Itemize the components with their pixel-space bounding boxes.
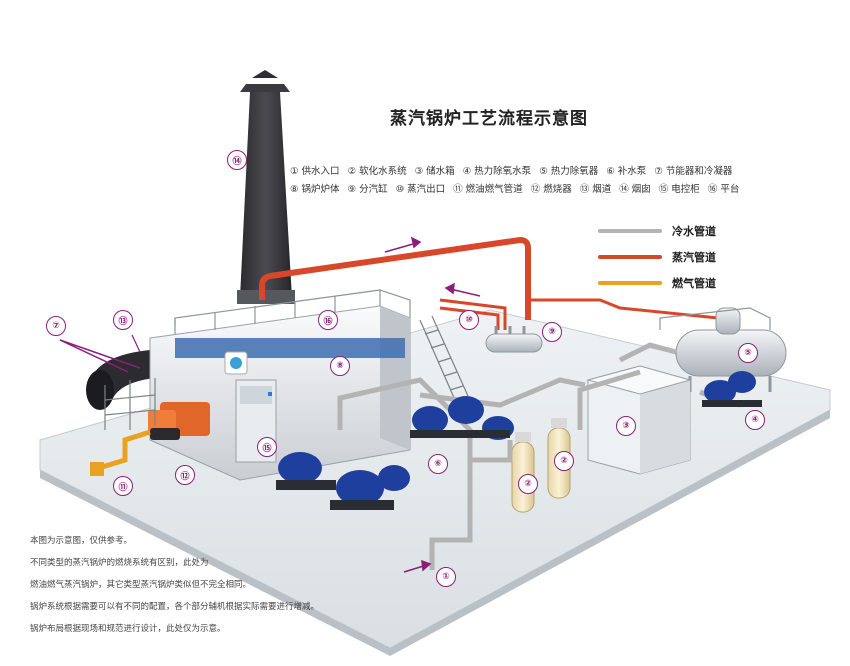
marker-7: ⑦	[46, 316, 66, 336]
note-line: 锅炉布局根据现场和规范进行设计，此处仅为示意。	[30, 624, 226, 634]
pump-group-right	[702, 371, 762, 407]
diagram-title: 蒸汽锅炉工艺流程示意图	[390, 109, 588, 129]
steam-pipe-main	[259, 236, 531, 320]
pipe-legend-gas: 燃气管道	[598, 270, 798, 296]
legend-item: ⑥ 补水泵	[606, 166, 647, 177]
ladder	[419, 315, 469, 401]
marker-12: ⑫	[175, 465, 195, 485]
legend-row-2: ⑧ 锅炉炉体 ⑨ 分汽缸 ⑩ 蒸汽出口 ⑪ 燃油燃气管道 ⑫ 燃烧器 ⑬ 烟道 …	[290, 181, 760, 199]
steam-distributor	[485, 326, 543, 353]
pipe-legend-label: 燃气管道	[672, 277, 716, 290]
marker-2a: ②	[518, 474, 538, 494]
marker-6: ⑥	[428, 454, 448, 474]
marker-15: ⑮	[257, 437, 277, 457]
legend-row-1: ① 供水入口 ② 软化水系统 ③ 储水箱 ④ 热力除氧水泵 ⑤ 热力除氧器 ⑥ …	[290, 163, 760, 181]
legend-item: ⑫ 燃烧器	[530, 184, 572, 195]
legend-item: ⑤ 热力除氧器	[539, 166, 599, 177]
pipe-legend-cold: 冷水管道	[598, 218, 798, 244]
pump-group-front	[276, 452, 410, 510]
note-line: 本图为示意图，仅供参考。	[30, 536, 133, 546]
notes: 本图为示意图，仅供参考。 不同类型的蒸汽锅炉的燃烧系统有区别，此处为 燃油燃气蒸…	[30, 530, 390, 640]
legend-item: ⑧ 锅炉炉体	[290, 184, 340, 195]
gas-pipe	[91, 429, 151, 473]
deaerator-railing	[659, 307, 771, 330]
economizer-frame	[104, 378, 156, 430]
cold-water-swatch	[598, 229, 662, 233]
pipe-legend-steam: 蒸汽管道	[598, 244, 798, 270]
marker-13: ⑬	[113, 310, 133, 330]
steam-outlet-pipes	[439, 298, 507, 330]
marker-1: ①	[436, 567, 456, 587]
note-line: 不同类型的蒸汽锅炉的燃烧系统有区别，此处为	[30, 558, 209, 568]
pipe-legend: 冷水管道 蒸汽管道 燃气管道	[598, 218, 798, 296]
marker-3: ③	[616, 416, 636, 436]
marker-11: ⑪	[113, 476, 133, 496]
marker-9: ⑨	[542, 322, 562, 342]
legend-item: ⑯ 平台	[707, 184, 740, 195]
marker-4: ④	[745, 410, 765, 430]
boiler-body	[149, 305, 411, 481]
legend-item: ⑪ 燃油燃气管道	[453, 184, 523, 195]
platform-railing	[174, 289, 411, 334]
legend-item: ① 供水入口	[290, 166, 340, 177]
marker-14: ⑭	[227, 150, 247, 170]
marker-10: ⑩	[459, 310, 479, 330]
water-tank	[586, 365, 692, 475]
legend-item: ⑩ 蒸汽出口	[395, 184, 446, 195]
pipe-legend-label: 蒸汽管道	[672, 251, 716, 264]
marker-16: ⑯	[318, 310, 338, 330]
legend-item: ⑬ 烟道	[579, 184, 612, 195]
pump-group-middle	[410, 396, 514, 440]
legend-item: ④ 热力除氧水泵	[462, 166, 532, 177]
note-line: 燃油燃气蒸汽锅炉，其它类型蒸汽锅炉类似但不完全相同。	[30, 580, 252, 590]
legend-item: ⑭ 烟囱	[619, 184, 651, 195]
steam-swatch	[598, 255, 662, 259]
steam-pipe-2	[528, 298, 719, 320]
flow-arrows	[59, 236, 481, 573]
marker-8: ⑧	[330, 356, 350, 376]
marker-5: ⑤	[738, 343, 758, 363]
legend-item: ⑮ 电控柜	[658, 184, 700, 195]
legend-item: ⑨ 分汽缸	[347, 184, 388, 195]
pipe-legend-label: 冷水管道	[672, 225, 716, 238]
note-line: 锅炉系统根据需要可以有不同的配置，各个部分辅机根据实际需要进行增减。	[30, 602, 320, 612]
legend-item: ③ 储水箱	[414, 166, 455, 177]
legend-item: ② 软化水系统	[347, 166, 407, 177]
legend-item: ⑦ 节能器和冷凝器	[654, 166, 733, 177]
component-legend: ① 供水入口 ② 软化水系统 ③ 储水箱 ④ 热力除氧水泵 ⑤ 热力除氧器 ⑥ …	[290, 163, 760, 199]
marker-2b: ②	[554, 451, 574, 471]
chimney	[237, 70, 295, 304]
gas-swatch	[598, 281, 662, 285]
